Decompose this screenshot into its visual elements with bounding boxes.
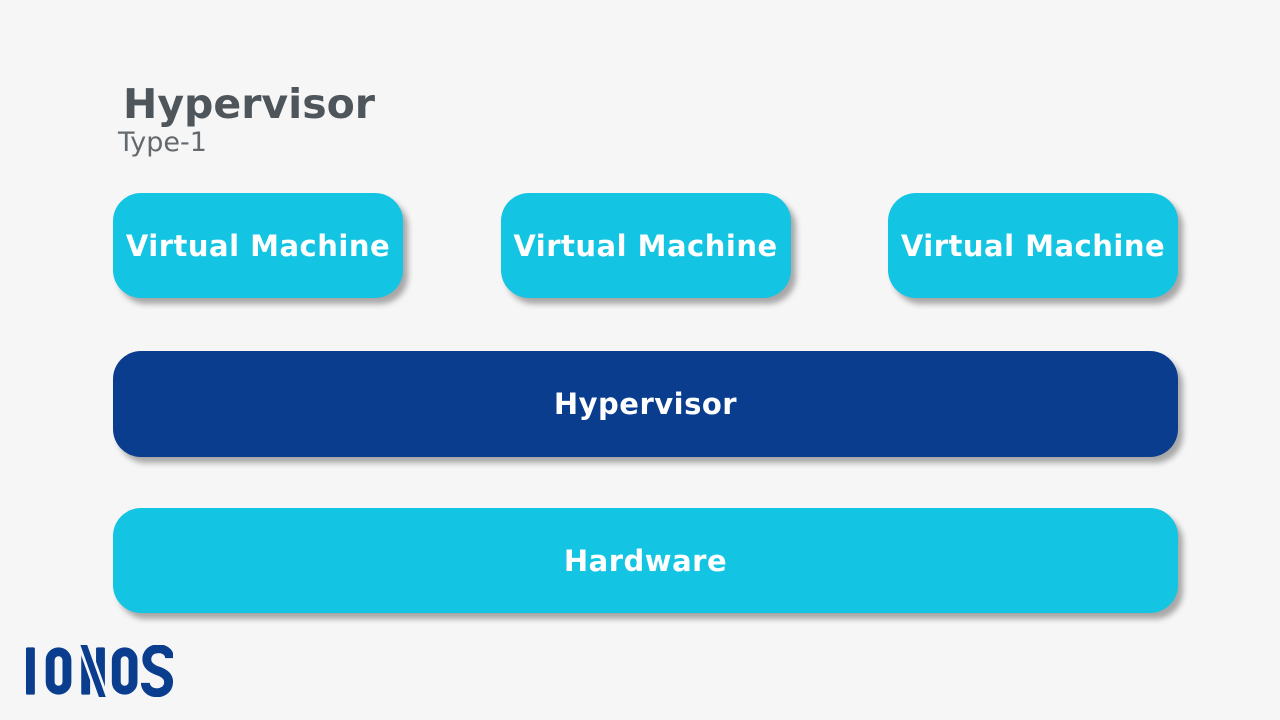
page-title: Hypervisor (123, 80, 375, 128)
vm-row: Virtual Machine Virtual Machine Virtual … (113, 193, 1178, 298)
vm-box-label: Virtual Machine (125, 228, 391, 263)
hardware-box-label: Hardware (563, 543, 728, 578)
heading-block: Hypervisor Type-1 (118, 80, 375, 159)
ionos-logo (25, 645, 173, 697)
vm-box-3: Virtual Machine (888, 193, 1178, 298)
vm-box-1: Virtual Machine (113, 193, 403, 298)
hardware-box: Hardware (113, 508, 1178, 613)
hypervisor-box: Hypervisor (113, 351, 1178, 457)
hypervisor-box-label: Hypervisor (553, 387, 738, 421)
vm-box-label: Virtual Machine (513, 228, 778, 263)
vm-box-2: Virtual Machine (500, 193, 791, 298)
page-subtitle: Type-1 (118, 127, 207, 159)
vm-box-label: Virtual Machine (900, 228, 1166, 263)
